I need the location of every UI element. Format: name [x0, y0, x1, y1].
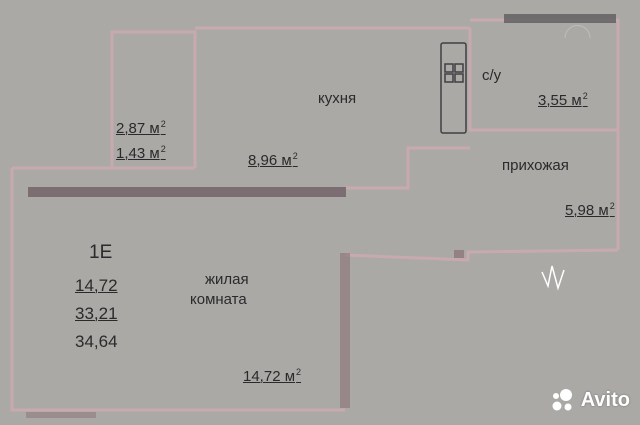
bathroom-inner-wall — [468, 28, 618, 132]
watermark-text: Avito — [580, 388, 630, 411]
door-arc — [564, 25, 591, 39]
left-outer-wall — [10, 168, 345, 412]
wall-segment — [28, 187, 346, 197]
unit-stat-1: 14,72 — [75, 276, 118, 295]
avito-watermark: Avito — [549, 387, 630, 413]
hallway-area: 5,98 м2 — [565, 201, 615, 219]
living-name-line2: комната — [190, 291, 247, 308]
wall-segment — [26, 412, 96, 418]
kitchen-name: кухня — [318, 90, 357, 107]
hallway-name: прихожая — [502, 157, 569, 174]
wall-segment — [340, 253, 350, 408]
bathroom-name: с/у — [482, 67, 502, 84]
walls — [10, 18, 620, 412]
balcony-wall — [110, 30, 197, 168]
wall-segment — [454, 250, 464, 258]
unit-stat-2: 33,21 — [75, 304, 118, 323]
kitchen-bottom-wall — [345, 146, 470, 190]
avito-dots-icon — [552, 389, 572, 411]
living-name-line1: жилая — [205, 271, 249, 288]
unit-label: 1E — [89, 242, 113, 263]
balcony-area-1: 2,87 м2 — [116, 119, 166, 137]
living-area: 14,72 м2 — [243, 367, 302, 385]
kitchen-area: 8,96 м2 — [248, 151, 298, 169]
hallway-bottom-wall — [344, 248, 619, 262]
balcony-area-2: 1,43 м2 — [116, 144, 166, 162]
unit-stat-3: 34,64 — [75, 332, 118, 351]
wall-segment — [504, 14, 616, 23]
appliance-column — [440, 42, 467, 134]
hallway-sketch — [541, 265, 565, 291]
bathroom-area: 3,55 м2 — [538, 91, 588, 109]
